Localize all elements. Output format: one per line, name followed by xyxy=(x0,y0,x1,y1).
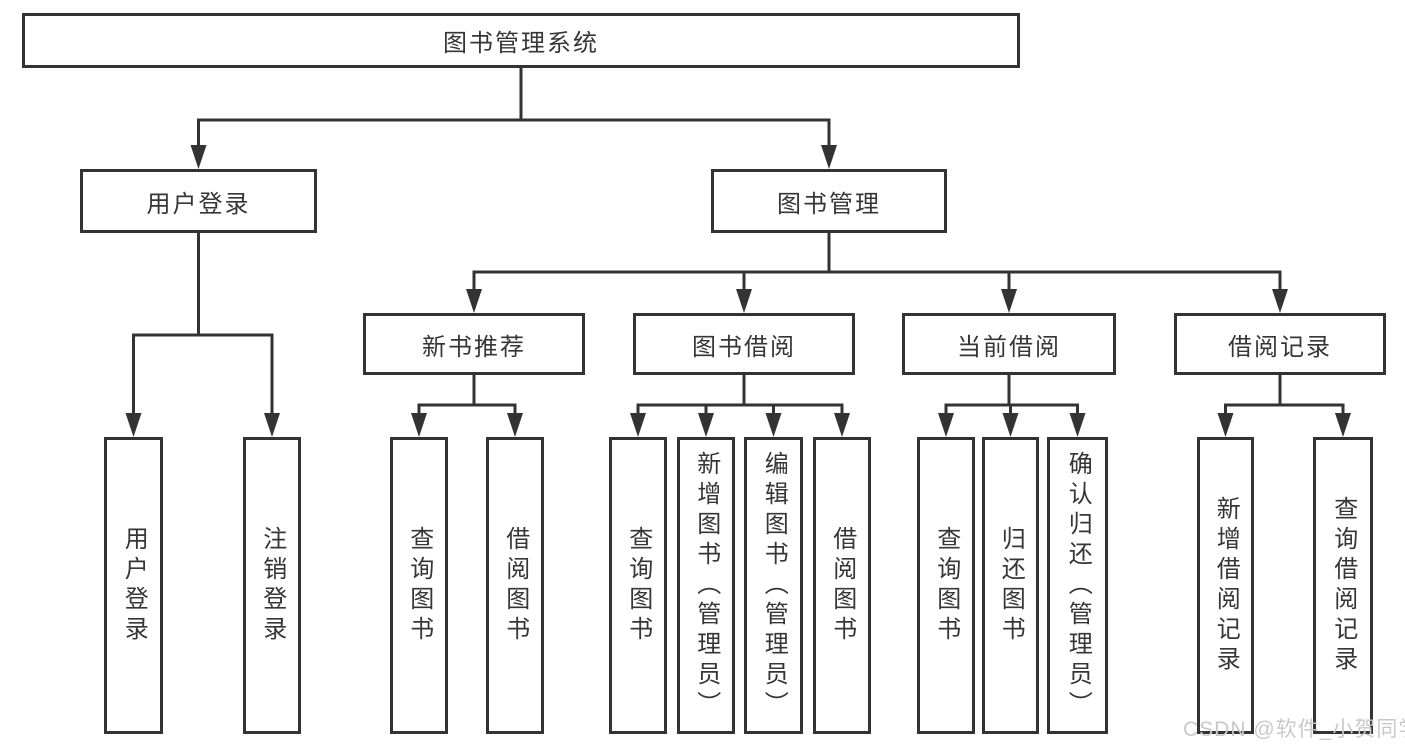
connector-book-mgmt-to-level3 xyxy=(472,233,1282,294)
connector-book-borrow-to-leaves xyxy=(636,375,844,418)
node-current-borrow: 当前借阅 xyxy=(902,313,1116,375)
leaf-br-query-record-label: 查询借阅记录 xyxy=(1329,495,1357,676)
leaf-rec-query-book: 查询图书 xyxy=(390,437,448,734)
leaf-cb-query-book-label: 查询图书 xyxy=(932,525,960,646)
leaf-user-login-label: 用户登录 xyxy=(120,525,148,646)
node-user-login-label: 用户登录 xyxy=(146,190,251,218)
leaf-br-add-record-label: 新增借阅记录 xyxy=(1212,495,1240,676)
leaf-bb-edit-book: 编辑图书（管理员） xyxy=(744,437,803,734)
node-root: 图书管理系统 xyxy=(22,13,1020,68)
node-new-book-rec-label: 新书推荐 xyxy=(422,333,526,361)
leaf-user-login: 用户登录 xyxy=(104,437,163,734)
node-new-book-rec: 新书推荐 xyxy=(363,313,585,375)
leaf-rec-borrow-book: 借阅图书 xyxy=(486,437,544,734)
leaf-cb-return-book-label: 归还图书 xyxy=(997,525,1025,646)
leaf-bb-query-book-label: 查询图书 xyxy=(624,525,652,646)
node-book-mgmt-label: 图书管理 xyxy=(777,190,881,218)
leaf-logout-label: 注销登录 xyxy=(258,525,286,646)
leaf-bb-add-book: 新增图书（管理员） xyxy=(677,437,735,734)
node-book-borrow: 图书借阅 xyxy=(633,313,855,375)
leaf-bb-add-book-label: 新增图书（管理员） xyxy=(692,450,720,721)
leaf-logout: 注销登录 xyxy=(243,437,301,734)
connector-new-book-rec-to-leaves xyxy=(417,375,517,418)
arrow-down-icons xyxy=(125,145,1351,437)
leaf-cb-query-book: 查询图书 xyxy=(917,437,975,734)
leaf-rec-query-book-label: 查询图书 xyxy=(405,525,433,646)
connector-root-to-level2 xyxy=(197,68,831,152)
leaf-br-add-record: 新增借阅记录 xyxy=(1197,437,1254,734)
leaf-bb-query-book: 查询图书 xyxy=(609,437,667,734)
leaf-cb-return-book: 归还图书 xyxy=(982,437,1039,734)
node-borrow-records-label: 借阅记录 xyxy=(1228,333,1332,361)
node-borrow-records: 借阅记录 xyxy=(1174,313,1386,375)
leaf-bb-edit-book-label: 编辑图书（管理员） xyxy=(760,450,788,721)
connector-current-borrow-to-leaves xyxy=(944,375,1079,418)
leaf-cb-confirm-return-label: 确认归还（管理员） xyxy=(1064,450,1092,721)
node-current-borrow-label: 当前借阅 xyxy=(957,333,1061,361)
connector-borrow-records-to-leaves xyxy=(1224,375,1345,418)
leaf-br-query-record: 查询借阅记录 xyxy=(1313,437,1373,734)
node-root-label: 图书管理系统 xyxy=(443,30,599,57)
leaf-bb-borrow-book: 借阅图书 xyxy=(813,437,871,734)
node-book-borrow-label: 图书借阅 xyxy=(692,333,796,361)
leaf-bb-borrow-book-label: 借阅图书 xyxy=(828,525,856,646)
leaf-cb-confirm-return: 确认归还（管理员） xyxy=(1047,437,1108,734)
node-book-mgmt: 图书管理 xyxy=(711,169,947,233)
node-user-login: 用户登录 xyxy=(80,169,317,233)
connector-user-login-to-leaves xyxy=(132,233,274,418)
watermark: CSDN @软件_小贺同学 xyxy=(1183,718,1405,741)
leaf-rec-borrow-book-label: 借阅图书 xyxy=(501,525,529,646)
